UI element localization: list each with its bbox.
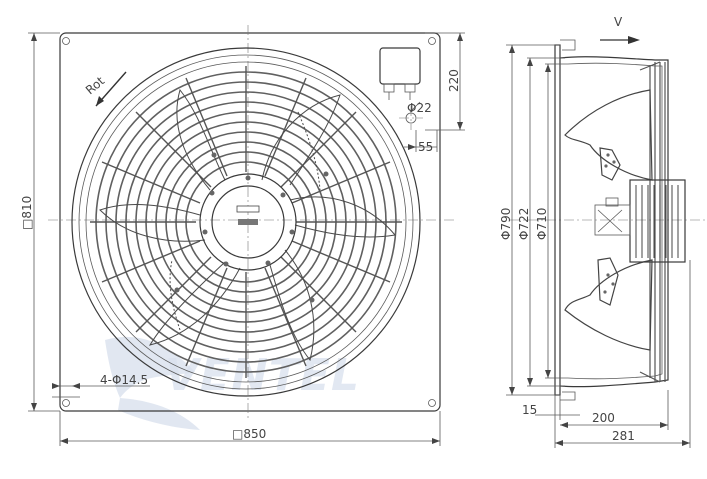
dimension-722: Φ722 [517,57,565,387]
diameter-mid-label: Φ722 [517,208,531,240]
depth-label: 200 [592,411,615,425]
dimension-220: 220 [425,32,465,131]
cable-gland-label: Φ22 [407,101,432,115]
junction-box [379,47,423,130]
venturi-ring-inner [78,54,414,390]
panel-height-label: □810 [20,196,34,230]
venturi-ring-outer [71,47,421,397]
diameter-inner-label: Φ710 [535,208,549,240]
motor-hub-outer [199,173,297,271]
mounting-panel [59,32,441,412]
dimension-holes: 4-Φ14.5 [52,373,150,398]
dimension-281: 281 [554,260,691,448]
motor-hub [211,185,285,259]
side-blade-profiles [564,89,653,351]
junction-box-side-label: 55 [418,140,433,154]
mounting-holes [62,37,436,407]
dimension-55: 55 [404,130,438,154]
total-depth-label: 281 [612,429,635,443]
dimension-710: Φ710 [535,63,568,379]
motor-label-plate [236,205,260,213]
dimension-810: □810 [20,32,60,412]
dimension-gland: Φ22 [407,101,432,115]
shroud-outline [559,56,669,388]
flange-label: 15 [522,403,537,417]
front-view: VENTEL [20,25,465,446]
impeller-blades [99,88,396,362]
dimension-15: 15 [522,395,580,420]
mounting-holes-label: 4-Φ14.5 [100,373,148,387]
motor-body-side [594,179,686,263]
dimension-850: □850 [59,411,441,446]
guard-grill [90,66,402,378]
dimension-790: Φ790 [499,44,560,396]
dimension-200: 200 [560,390,669,430]
rotation-label: Rot [83,74,107,98]
junction-box-offset-label: 220 [447,69,461,92]
panel-width-label: □850 [232,427,266,441]
rotation-indicator: Rot [83,71,127,107]
airflow-label: V [614,15,623,29]
side-view: V [499,15,705,448]
side-guard-grill [639,61,666,383]
diameter-outer-label: Φ790 [499,208,513,240]
airflow-indicator: V [600,15,640,44]
